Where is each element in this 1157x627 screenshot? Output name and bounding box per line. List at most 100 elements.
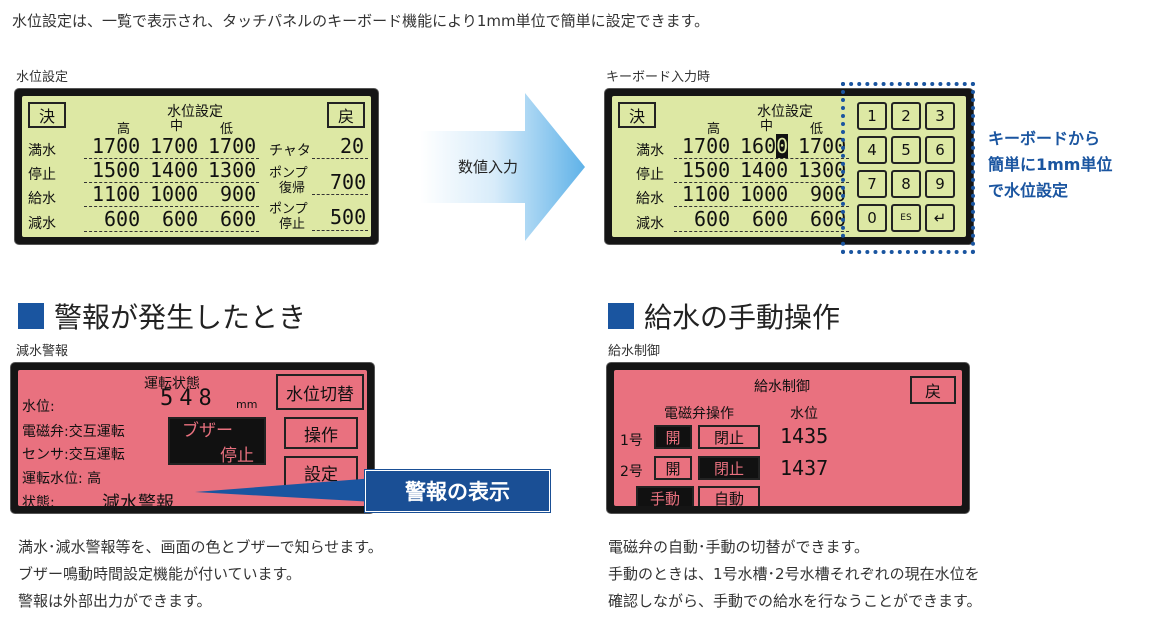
value-supply-mid[interactable]: 1000 — [740, 182, 789, 206]
pump-return-label-2: 復帰 — [279, 181, 306, 196]
desc-line: ブザー鳴動時間設定機能が付いています。 — [18, 565, 302, 583]
value-full-high[interactable]: 1700 — [682, 134, 731, 158]
value-stop-high[interactable]: 1500 — [92, 158, 141, 182]
row-label-low-water: 減水 — [636, 216, 664, 232]
decide-button[interactable]: 決 — [28, 102, 66, 128]
keyboard-input-screen: 決 水位設定 高 中 低 満水 1700 1600 1700 停止 1500 1… — [612, 96, 966, 237]
valve-label: 電磁弁:交互運転 — [22, 424, 125, 440]
value-low-water-low[interactable]: 600 — [810, 207, 847, 231]
value-stop-high[interactable]: 1500 — [682, 158, 731, 182]
divider — [674, 158, 849, 159]
value-stop-mid[interactable]: 1400 — [150, 158, 199, 182]
tank1-label: 1号 — [620, 433, 643, 449]
back-button[interactable]: 戻 — [910, 376, 956, 404]
tank1-level: 1435 — [780, 424, 829, 448]
operate-button[interactable]: 操作 — [284, 417, 358, 449]
col-mid: 中 — [760, 119, 774, 134]
value-stop-mid[interactable]: 1400 — [740, 158, 789, 182]
section-marker-icon — [608, 303, 634, 329]
key-5[interactable]: 5 — [891, 136, 921, 164]
intro-text: 水位設定は、一覧で表示され、タッチパネルのキーボード機能により1mm単位で簡単に… — [12, 12, 710, 30]
pump-return-value[interactable]: 700 — [330, 170, 367, 194]
divider — [312, 194, 368, 195]
row-label-full: 満水 — [28, 143, 56, 159]
buzzer-stop-line: 停止 — [220, 446, 254, 466]
pump-stop-value[interactable]: 500 — [330, 205, 367, 229]
value-supply-low[interactable]: 900 — [220, 182, 257, 206]
key-9[interactable]: 9 — [925, 170, 955, 198]
col-mid: 中 — [170, 119, 184, 134]
tank2-open-button[interactable]: 開 — [654, 456, 692, 480]
tank2-label: 2号 — [620, 464, 643, 480]
value-low-water-high[interactable]: 600 — [104, 207, 141, 231]
row-label-full: 満水 — [636, 143, 664, 159]
buzzer-stop-button[interactable]: ブザー 停止 — [168, 417, 266, 466]
value-full-low[interactable]: 1700 — [208, 134, 257, 158]
divider — [674, 206, 849, 207]
divider — [312, 230, 368, 231]
key-1[interactable]: 1 — [857, 102, 887, 130]
value-full-mid-digits: 160 — [740, 134, 777, 158]
divider — [84, 206, 259, 207]
value-low-water-mid[interactable]: 600 — [752, 207, 789, 231]
valve-operation-label: 電磁弁操作 — [664, 406, 734, 422]
buzzer-stop-line: ブザー — [182, 421, 233, 441]
row-label-stop: 停止 — [636, 167, 664, 183]
divider — [84, 158, 259, 159]
supply-control-panel: 給水制御 戻 電磁弁操作 水位 1号 開 閉止 1435 2号 開 閉止 143… — [606, 362, 970, 514]
value-stop-low[interactable]: 1300 — [798, 158, 847, 182]
key-8[interactable]: 8 — [891, 170, 921, 198]
screen-title: 水位設定 — [757, 104, 813, 120]
key-3[interactable]: 3 — [925, 102, 955, 130]
state-value: 減水警報 — [102, 493, 174, 506]
key-0[interactable]: 0 — [857, 204, 887, 232]
desc-line: 手動のときは、1号水槽･2号水槽それぞれの現在水位を — [608, 565, 980, 583]
manual-section-title-text: 給水の手動操作 — [644, 301, 841, 334]
tank1-open-button[interactable]: 開 — [654, 425, 692, 449]
manual-mode-button[interactable]: 手動 — [636, 486, 694, 506]
key-escape[interactable]: ES — [891, 204, 921, 232]
enter-key-icon[interactable]: ↵ — [925, 204, 955, 232]
desc-line: 電磁弁の自動･手動の切替ができます。 — [608, 538, 870, 556]
value-full-low[interactable]: 1700 — [798, 134, 847, 158]
value-low-water-low[interactable]: 600 — [220, 207, 257, 231]
value-supply-high[interactable]: 1100 — [682, 182, 731, 206]
level-value: 548 — [160, 386, 218, 411]
level-switch-button[interactable]: 水位切替 — [276, 374, 364, 410]
decide-button[interactable]: 決 — [618, 102, 656, 128]
value-full-mid[interactable]: 1700 — [150, 134, 199, 158]
desc-line: 警報は外部出力ができます。 — [18, 592, 212, 610]
key-6[interactable]: 6 — [925, 136, 955, 164]
row-label-low-water: 減水 — [28, 216, 56, 232]
divider — [84, 231, 259, 232]
tank1-close-button[interactable]: 閉止 — [698, 425, 760, 449]
status-title: 運転状態 — [144, 376, 200, 392]
auto-mode-button[interactable]: 自動 — [698, 486, 760, 506]
value-full-mid[interactable]: 1600 — [740, 134, 789, 158]
value-full-high[interactable]: 1700 — [92, 134, 141, 158]
input-cursor: 0 — [776, 134, 789, 158]
value-stop-low[interactable]: 1300 — [208, 158, 257, 182]
value-low-water-high[interactable]: 600 — [694, 207, 731, 231]
keypad-highlight — [841, 82, 975, 254]
row-label-stop: 停止 — [28, 167, 56, 183]
row-label-supply: 給水 — [636, 191, 664, 207]
key-7[interactable]: 7 — [857, 170, 887, 198]
value-supply-mid[interactable]: 1000 — [150, 182, 199, 206]
pump-stop-label-1: ポンプ — [269, 202, 308, 217]
arrow-label: 数値入力 — [458, 158, 519, 176]
value-supply-high[interactable]: 1100 — [92, 182, 141, 206]
alarm-screen: 運転状態 水位: 548 mm 電磁弁:交互運転 センサ:交互運転 運転水位: … — [18, 370, 367, 506]
value-supply-low[interactable]: 900 — [810, 182, 847, 206]
key-4[interactable]: 4 — [857, 136, 887, 164]
level-unit: mm — [236, 398, 258, 411]
manual-description: 電磁弁の自動･手動の切替ができます。 手動のときは、1号水槽･2号水槽それぞれの… — [608, 534, 982, 615]
alarm-display-banner: 警報の表示 — [365, 470, 550, 512]
screen-title: 給水制御 — [754, 379, 810, 395]
callout-line: 簡単に1mm単位 — [988, 155, 1113, 174]
value-low-water-mid[interactable]: 600 — [162, 207, 199, 231]
chatter-value[interactable]: 20 — [340, 134, 365, 158]
key-2[interactable]: 2 — [891, 102, 921, 130]
tank2-close-button[interactable]: 閉止 — [698, 456, 760, 480]
back-button[interactable]: 戻 — [327, 102, 365, 128]
